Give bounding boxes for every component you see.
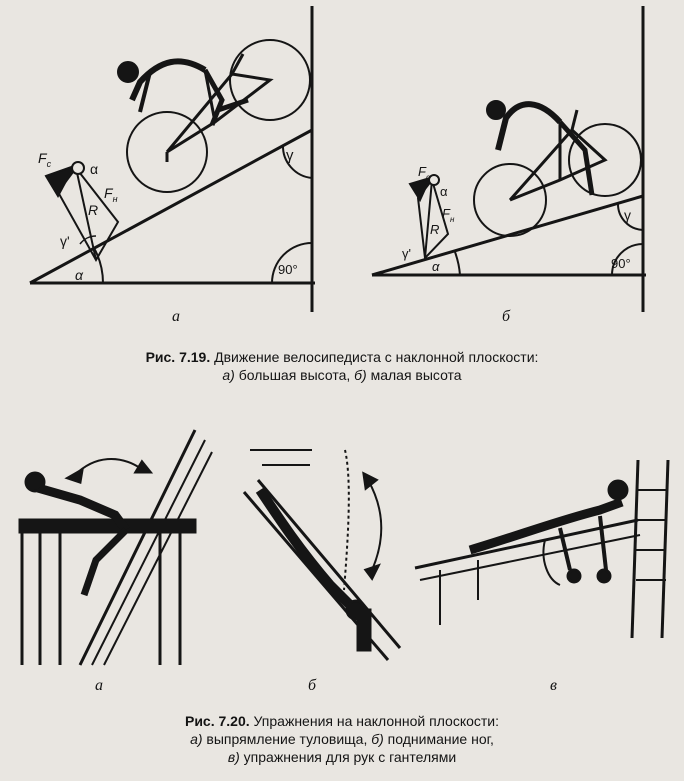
caption-a-text: выпрямление туловища, — [202, 731, 372, 747]
panel-a-right-angle-label: 90° — [278, 262, 298, 277]
figure-7-19-diagram: Fc α Fн R γ' α γ 90° Fc α Fн R γ' α γ 90… — [29, 6, 646, 312]
exercise-c-illustration — [414, 459, 670, 639]
caption-title: Рис. 7.19. — [145, 349, 211, 365]
exercise-a-illustration — [18, 429, 213, 666]
panel-a-force-n-label: Fн — [104, 185, 118, 204]
exercise-b-illustration — [242, 449, 402, 661]
panel-b-alpha-top-label: α — [440, 184, 448, 199]
caption-c-text: упражнения для рук с гантелями — [239, 749, 457, 765]
fig-7-20-panel-c-label: в — [550, 677, 557, 694]
panel-a-alpha-base-label: α — [75, 267, 84, 283]
panel-a-force-c-label: Fc — [38, 150, 52, 169]
panel-b-right-angle-label: 90° — [611, 256, 631, 271]
caption-a-text: большая высота, — [234, 367, 355, 383]
caption-line-2: а) большая высота, б) малая высота — [0, 366, 684, 384]
panel-b-alpha-base-label: α — [432, 259, 440, 274]
caption-line-1: Рис. 7.19. Движение велосипедиста с накл… — [0, 348, 684, 366]
caption-b-text: малая высота — [366, 367, 462, 383]
panel-b-resultant-label: R — [430, 222, 439, 237]
panel-b-diagram — [371, 6, 646, 312]
panel-a-resultant-label: R — [88, 202, 98, 218]
caption-b-marker: б) — [354, 367, 367, 383]
figure-7-20-caption: Рис. 7.20. Упражнения на наклонной плоск… — [0, 712, 684, 766]
fig-7-20-panel-b-label: б — [308, 677, 317, 694]
caption-text: Упражнения на наклонной плоскости: — [249, 713, 500, 729]
panel-a-gamma-label: γ — [286, 147, 294, 164]
panel-b-force-c-label: Fc — [418, 164, 430, 182]
fig-7-19-panel-a-label: а — [172, 308, 180, 325]
caption-b-text: поднимание ног, — [383, 731, 494, 747]
caption-a-marker: а) — [222, 367, 235, 383]
panel-b-force-n-label: Fн — [442, 206, 455, 224]
caption-line-3: в) упражнения для рук с гантелями — [0, 748, 684, 766]
caption-c-marker: в) — [227, 749, 240, 765]
fig-7-19-panel-b-label: б — [502, 308, 511, 325]
panel-a-gamma-prime-label: γ' — [60, 233, 70, 249]
caption-b-marker: б) — [371, 731, 384, 747]
panel-a-diagram — [29, 6, 315, 312]
panel-a-alpha-top-label: α — [90, 161, 98, 177]
caption-title: Рис. 7.20. — [184, 713, 250, 729]
figure-7-19-caption: Рис. 7.19. Движение велосипедиста с накл… — [0, 348, 684, 384]
panel-b-gamma-prime-label: γ' — [402, 246, 411, 261]
caption-line-1: Рис. 7.20. Упражнения на наклонной плоск… — [0, 712, 684, 730]
caption-text: Движение велосипедиста с наклонной плоск… — [210, 349, 539, 365]
panel-b-gamma-label: γ — [624, 207, 631, 223]
caption-line-2: а) выпрямление туловища, б) поднимание н… — [0, 730, 684, 748]
fig-7-20-panel-a-label: а — [95, 677, 103, 694]
caption-a-marker: а) — [190, 731, 203, 747]
figure-7-20-diagram — [18, 429, 670, 666]
